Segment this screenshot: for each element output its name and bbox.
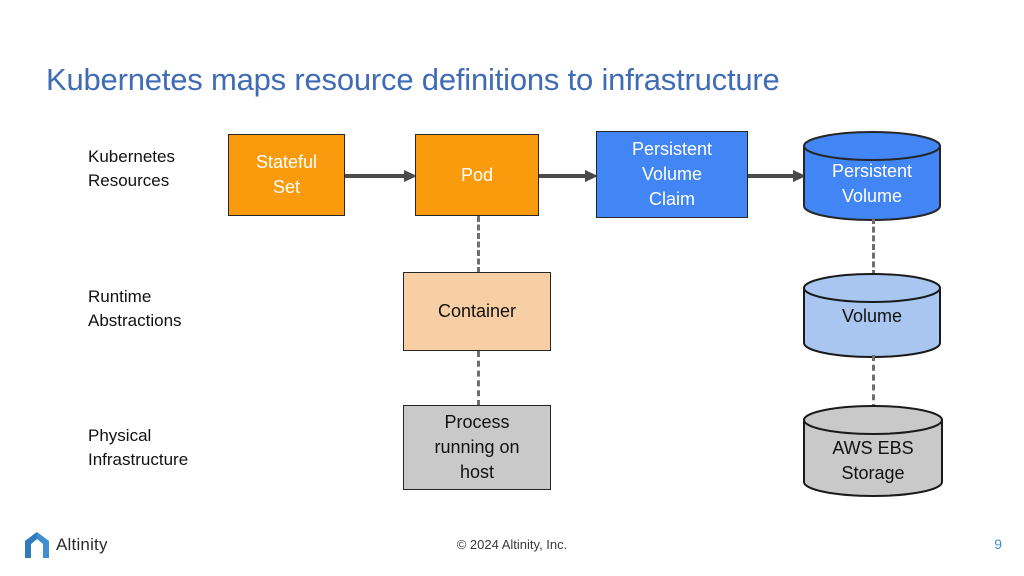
row-label-line: Runtime xyxy=(88,287,152,306)
node-stateful-set: Stateful Set xyxy=(228,134,345,216)
row-label-runtime-abstractions: Runtime Abstractions xyxy=(88,285,248,333)
node-stateful-set-label: Stateful Set xyxy=(255,152,318,197)
cylinder-shape-icon xyxy=(803,131,941,221)
row-label-physical-infrastructure: Physical Infrastructure xyxy=(88,424,248,472)
node-volume-label: Volume xyxy=(841,306,903,326)
row-label-kubernetes-resources: Kubernetes Resources xyxy=(88,145,248,193)
node-pod-label: Pod xyxy=(460,164,494,185)
arrow-pod-to-pvc xyxy=(539,170,598,182)
altinity-logo-glyph xyxy=(25,532,49,558)
cylinder-shape-icon xyxy=(803,273,941,358)
node-process-running-on-host: Process running on host xyxy=(403,405,551,490)
node-aws-ebs-storage: AWS EBS Storage xyxy=(803,405,943,497)
node-aws-ebs-storage-label: AWS EBS Storage xyxy=(832,438,914,483)
arrow-shaft xyxy=(345,174,404,178)
node-volume: Volume xyxy=(803,273,941,358)
row-label-line: Resources xyxy=(88,171,170,190)
node-container: Container xyxy=(403,272,551,351)
node-process-running-on-host-label: Process running on host xyxy=(434,412,520,482)
row-label-line: Abstractions xyxy=(88,311,182,330)
arrow-head-icon xyxy=(793,170,806,182)
arrow-shaft xyxy=(748,174,793,178)
arrow-head-icon xyxy=(585,170,598,182)
arrow-head-icon xyxy=(404,170,417,182)
row-label-line: Kubernetes xyxy=(88,147,175,166)
footer-page-number: 9 xyxy=(994,536,1002,552)
dashed-connector-container-to-process xyxy=(477,351,480,406)
node-persistent-volume-claim: Persistent Volume Claim xyxy=(596,131,748,218)
arrow-shaft xyxy=(539,174,585,178)
row-label-line: Physical xyxy=(88,426,152,445)
altinity-logo-icon xyxy=(24,531,50,559)
dashed-connector-persistent-volume-to-volume xyxy=(872,218,875,276)
dashed-connector-volume-to-aws-ebs-storage xyxy=(872,355,875,410)
node-persistent-volume-label: Persistent Volume xyxy=(831,161,913,206)
cylinder-shape-icon xyxy=(803,405,943,497)
node-container-label: Container xyxy=(437,301,517,321)
arrow-pvc-to-persistent-volume xyxy=(748,170,806,182)
footer-copyright: © 2024 Altinity, Inc. xyxy=(456,537,568,552)
row-label-line: Infrastructure xyxy=(88,450,189,469)
page-title: Kubernetes maps resource definitions to … xyxy=(46,62,780,97)
node-persistent-volume-claim-label: Persistent Volume Claim xyxy=(631,139,713,209)
arrow-statefulset-to-pod xyxy=(345,170,417,182)
node-pod: Pod xyxy=(415,134,539,216)
dashed-connector-pod-to-container xyxy=(477,216,480,273)
node-persistent-volume: Persistent Volume xyxy=(803,131,941,221)
altinity-logo-text: Altinity xyxy=(56,535,108,554)
